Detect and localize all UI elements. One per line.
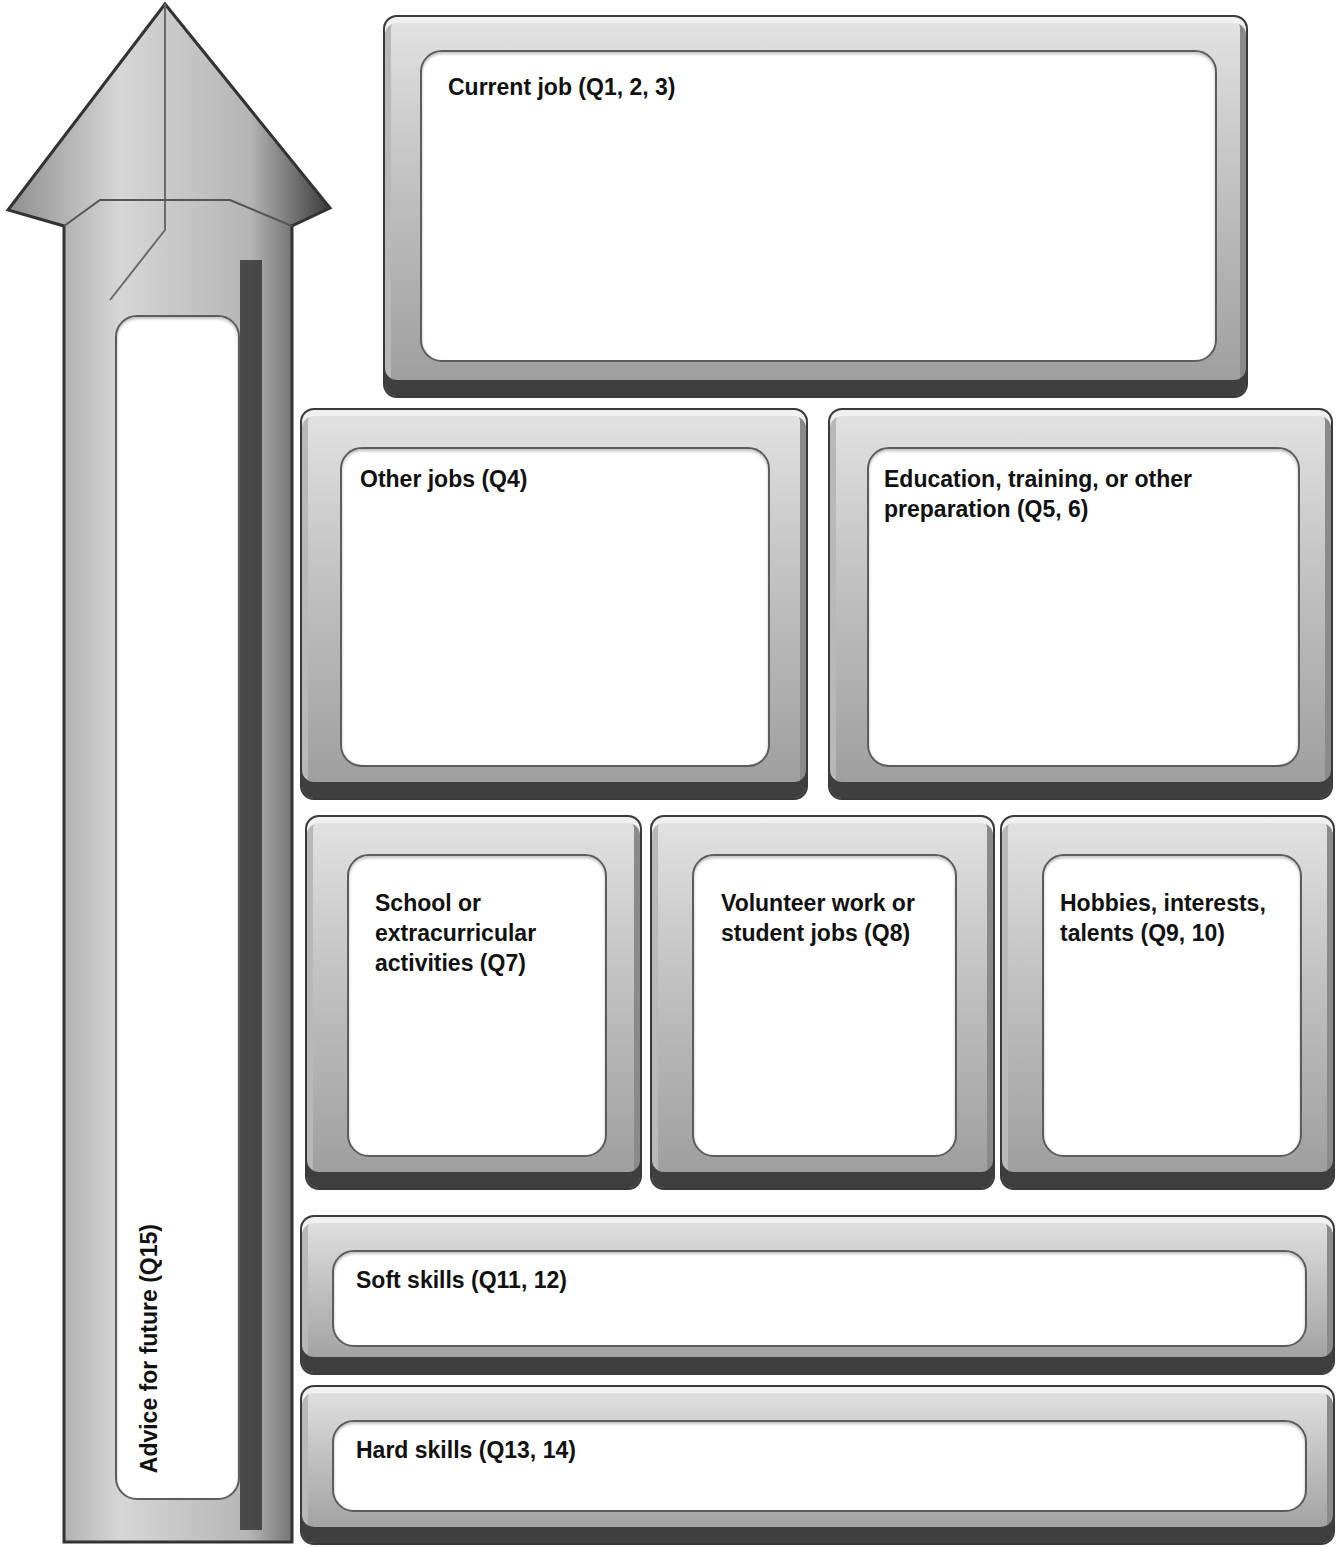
arrow-shadow <box>240 260 262 1530</box>
node-label: Hobbies, interests, talents (Q9, 10) <box>1060 888 1300 948</box>
text-panel: Education, training, or other preparatio… <box>867 447 1300 767</box>
text-panel: Advice for future (Q15) <box>115 315 240 1500</box>
node-label: Advice for future (Q15) <box>135 1224 163 1473</box>
stone-frame-box: Volunteer work or student jobs (Q8) <box>650 815 995 1190</box>
node-label: Volunteer work or student jobs (Q8) <box>721 888 936 948</box>
stone-frame-box: Education, training, or other preparatio… <box>828 408 1333 800</box>
stone-frame-box: Other jobs (Q4) <box>300 408 808 800</box>
stone-frame-box: Hobbies, interests, talents (Q9, 10) <box>1000 815 1335 1190</box>
text-panel: Hard skills (Q13, 14) <box>332 1420 1307 1512</box>
arrow-facet-line <box>110 4 165 300</box>
node-label: Other jobs (Q4) <box>360 464 740 494</box>
node-label: Current job (Q1, 2, 3) <box>448 72 1048 102</box>
stone-frame-box: School or extracurricular activities (Q7… <box>305 815 642 1190</box>
arrow-facet-line <box>64 200 292 226</box>
text-panel: Volunteer work or student jobs (Q8) <box>692 854 957 1157</box>
text-panel: Hobbies, interests, talents (Q9, 10) <box>1042 854 1302 1157</box>
node-label: Soft skills (Q11, 12) <box>356 1265 1256 1295</box>
node-label: Hard skills (Q13, 14) <box>356 1435 1256 1465</box>
node-label: Education, training, or other preparatio… <box>884 464 1279 524</box>
text-panel: School or extracurricular activities (Q7… <box>347 854 607 1157</box>
text-panel: Other jobs (Q4) <box>340 447 770 767</box>
text-panel: Soft skills (Q11, 12) <box>332 1250 1307 1347</box>
arrow-body <box>8 4 330 1542</box>
text-panel: Current job (Q1, 2, 3) <box>420 50 1217 362</box>
arrow-band: Advice for future (Q15) <box>0 0 335 1547</box>
stone-frame-box: Soft skills (Q11, 12) <box>300 1215 1335 1375</box>
stone-frame-box: Current job (Q1, 2, 3) <box>383 15 1248 398</box>
stone-frame-box: Hard skills (Q13, 14) <box>300 1385 1335 1545</box>
node-label: School or extracurricular activities (Q7… <box>375 888 585 978</box>
